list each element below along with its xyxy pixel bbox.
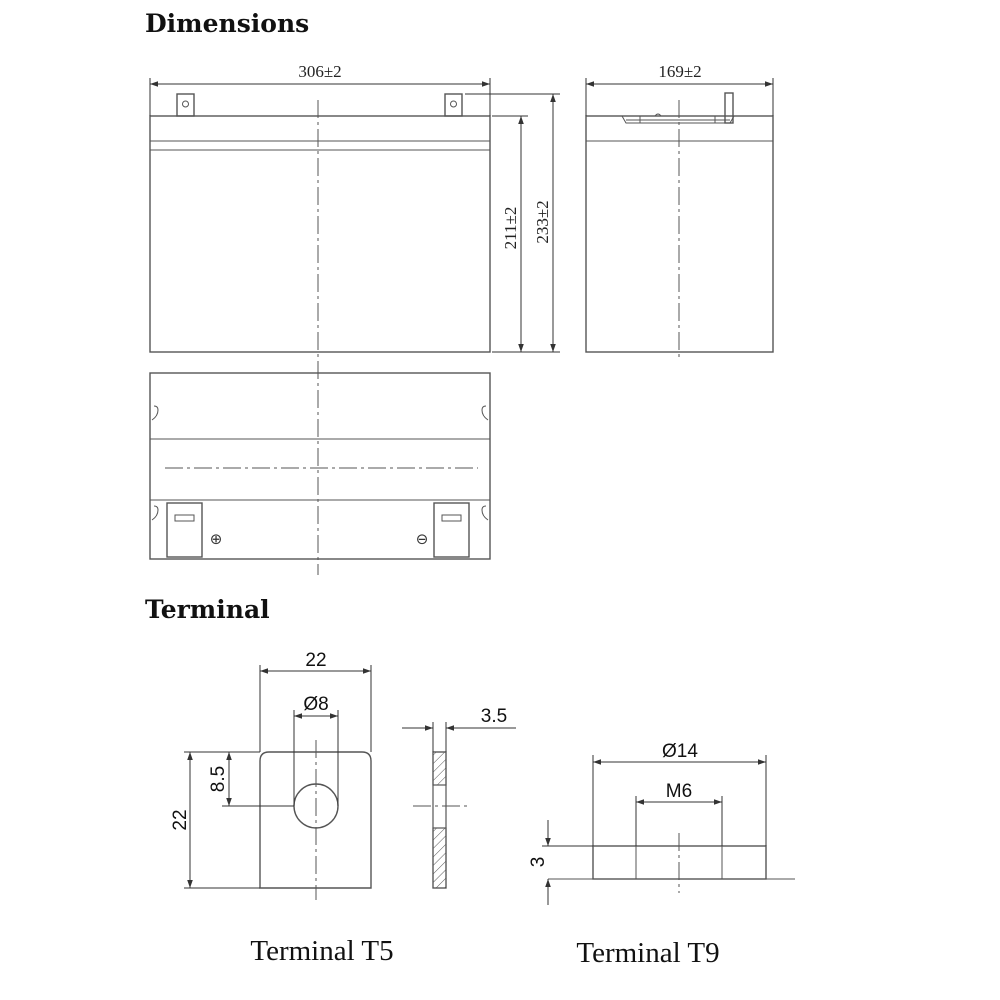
top-terminal-negative [433, 502, 470, 558]
t5-width-label: 22 [305, 650, 326, 671]
t5-section-upper [432, 751, 447, 786]
front-body [149, 115, 491, 353]
length-label: 306±2 [298, 62, 341, 81]
top-body [149, 372, 491, 560]
terminal-t5-front: 22 Ø8 22 8.5 [170, 650, 372, 900]
positive-symbol: ⊕ [210, 530, 223, 548]
front-terminal-left [176, 93, 195, 117]
battery-side-view [585, 92, 774, 360]
container-height-label: 211±2 [501, 207, 520, 250]
t9-caption: Terminal T9 [576, 937, 719, 969]
container-height-dimension: 211±2 [492, 115, 528, 353]
length-dimension: 306±2 [149, 62, 491, 116]
t5-caption: Terminal T5 [250, 935, 393, 967]
battery-top-view: ⊕ ⊖ [149, 372, 491, 560]
terminal-heading: Terminal [145, 595, 270, 624]
t9-height-label: 3 [528, 857, 549, 868]
t5-plate [259, 751, 372, 889]
dimensions-heading: Dimensions [145, 9, 309, 38]
top-terminal-positive [166, 502, 203, 558]
t9-diameter-label: Ø14 [662, 741, 698, 762]
total-height-dimension: 233±2 [465, 93, 560, 353]
battery-front-view [149, 93, 491, 575]
t5-section-lower [432, 827, 447, 889]
t9-thread-label: M6 [666, 781, 692, 802]
side-terminal [724, 92, 734, 124]
terminal-t9: Ø14 M6 3 [528, 741, 795, 905]
front-terminal-right [444, 93, 463, 117]
t5-hole-label: Ø8 [303, 694, 328, 715]
width-label: 169±2 [658, 62, 701, 81]
top-label-area [149, 438, 491, 501]
t5-thickness-label: 3.5 [481, 706, 507, 727]
t5-height-label: 22 [170, 809, 191, 830]
negative-symbol: ⊖ [416, 530, 429, 548]
t5-hole-offset-label: 8.5 [208, 766, 229, 792]
width-dimension: 169±2 [585, 62, 774, 116]
total-height-label: 233±2 [533, 200, 552, 243]
terminal-t5-side: 3.5 [402, 706, 516, 889]
